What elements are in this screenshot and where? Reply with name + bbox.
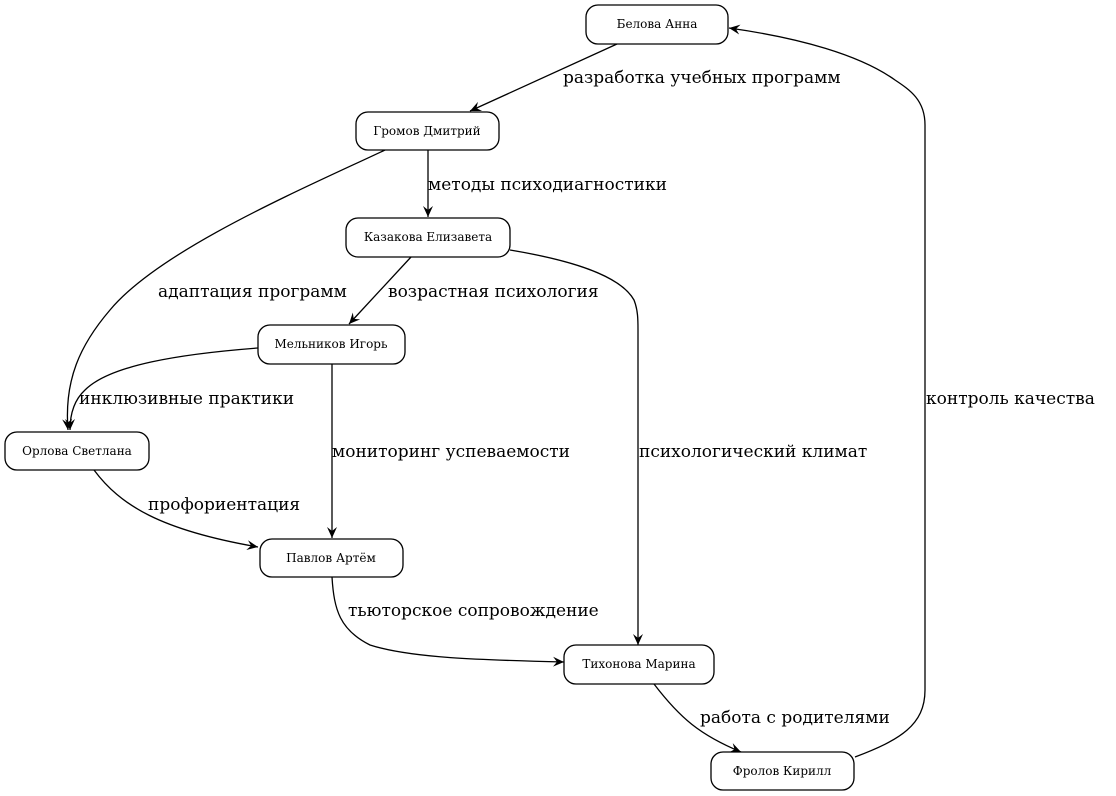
- edge-label: возрастная психология: [388, 282, 599, 302]
- node-belova[interactable]: Белова Анна: [585, 4, 729, 45]
- edge-label: работа с родителями: [700, 708, 890, 728]
- node-label: Орлова Светлана: [22, 444, 132, 458]
- node-label: Павлов Артём: [286, 551, 376, 565]
- edge-line: [62, 149, 386, 431]
- edge-label: контроль качества: [926, 389, 1095, 409]
- edge-line: [93, 469, 259, 551]
- node-label: Тихонова Марина: [582, 657, 695, 671]
- node-pavlov[interactable]: Павлов Артём: [259, 538, 404, 578]
- edge-gromov-kazakova: методы психодиагностики: [423, 150, 667, 217]
- edge-label: инклюзивные практики: [79, 389, 294, 409]
- edge-label: адаптация программ: [158, 282, 347, 302]
- node-label: Белова Анна: [617, 17, 698, 31]
- node-box[interactable]: [355, 111, 500, 151]
- edge-label: тьюторское сопровождение: [348, 601, 599, 621]
- node-box[interactable]: [259, 538, 404, 578]
- node-frolov[interactable]: Фролов Кирилл: [710, 751, 855, 791]
- node-melnikov[interactable]: Мельников Игорь: [257, 324, 406, 365]
- edge-line: [65, 347, 259, 431]
- node-label: Громов Дмитрий: [373, 124, 480, 138]
- edge-kazakova-tikhonova: психологический климат: [509, 249, 867, 645]
- edge-line: [728, 24, 926, 758]
- edge-label: профориентация: [148, 495, 300, 515]
- edge-label: методы психодиагностики: [428, 175, 667, 195]
- edge-line: [348, 256, 412, 325]
- edges: разработка учебных программ методы психо…: [62, 24, 1095, 758]
- node-box[interactable]: [345, 217, 511, 258]
- node-kazakova[interactable]: Казакова Елизавета: [345, 217, 511, 258]
- edge-line: [331, 576, 565, 667]
- edge-tikhonova-frolov: работа с родителями: [653, 683, 890, 753]
- edge-label: разработка учебных программ: [563, 68, 841, 88]
- edge-frolov-belova: контроль качества: [728, 24, 1095, 758]
- edge-pavlov-tikhonova: тьюторское сопровождение: [331, 576, 599, 667]
- node-tikhonova[interactable]: Тихонова Марина: [563, 644, 715, 685]
- edge-line: [653, 683, 742, 753]
- edge-line: [509, 249, 643, 645]
- node-box[interactable]: [710, 751, 855, 791]
- node-gromov[interactable]: Громов Дмитрий: [355, 111, 500, 151]
- node-box[interactable]: [4, 431, 150, 471]
- edge-line: [469, 43, 618, 112]
- node-label: Казакова Елизавета: [364, 230, 492, 244]
- edge-label: психологический климат: [639, 442, 867, 462]
- edge-gromov-orlova: адаптация программ: [62, 149, 386, 431]
- edge-belova-gromov: разработка учебных программ: [469, 43, 841, 112]
- node-box[interactable]: [563, 644, 715, 685]
- nodes: Белова Анна Громов Дмитрий Казакова Елиз…: [4, 4, 855, 791]
- node-box[interactable]: [585, 4, 729, 45]
- node-box[interactable]: [257, 324, 406, 365]
- node-orlova[interactable]: Орлова Светлана: [4, 431, 150, 471]
- node-label: Мельников Игорь: [274, 337, 387, 351]
- node-label: Фролов Кирилл: [733, 764, 832, 778]
- edge-label: мониторинг успеваемости: [332, 442, 570, 462]
- edge-melnikov-pavlov: мониторинг успеваемости: [327, 364, 570, 538]
- edge-melnikov-orlova: инклюзивные практики: [65, 347, 294, 431]
- edge-orlova-pavlov: профориентация: [93, 469, 300, 551]
- edge-kazakova-melnikov: возрастная психология: [348, 256, 599, 325]
